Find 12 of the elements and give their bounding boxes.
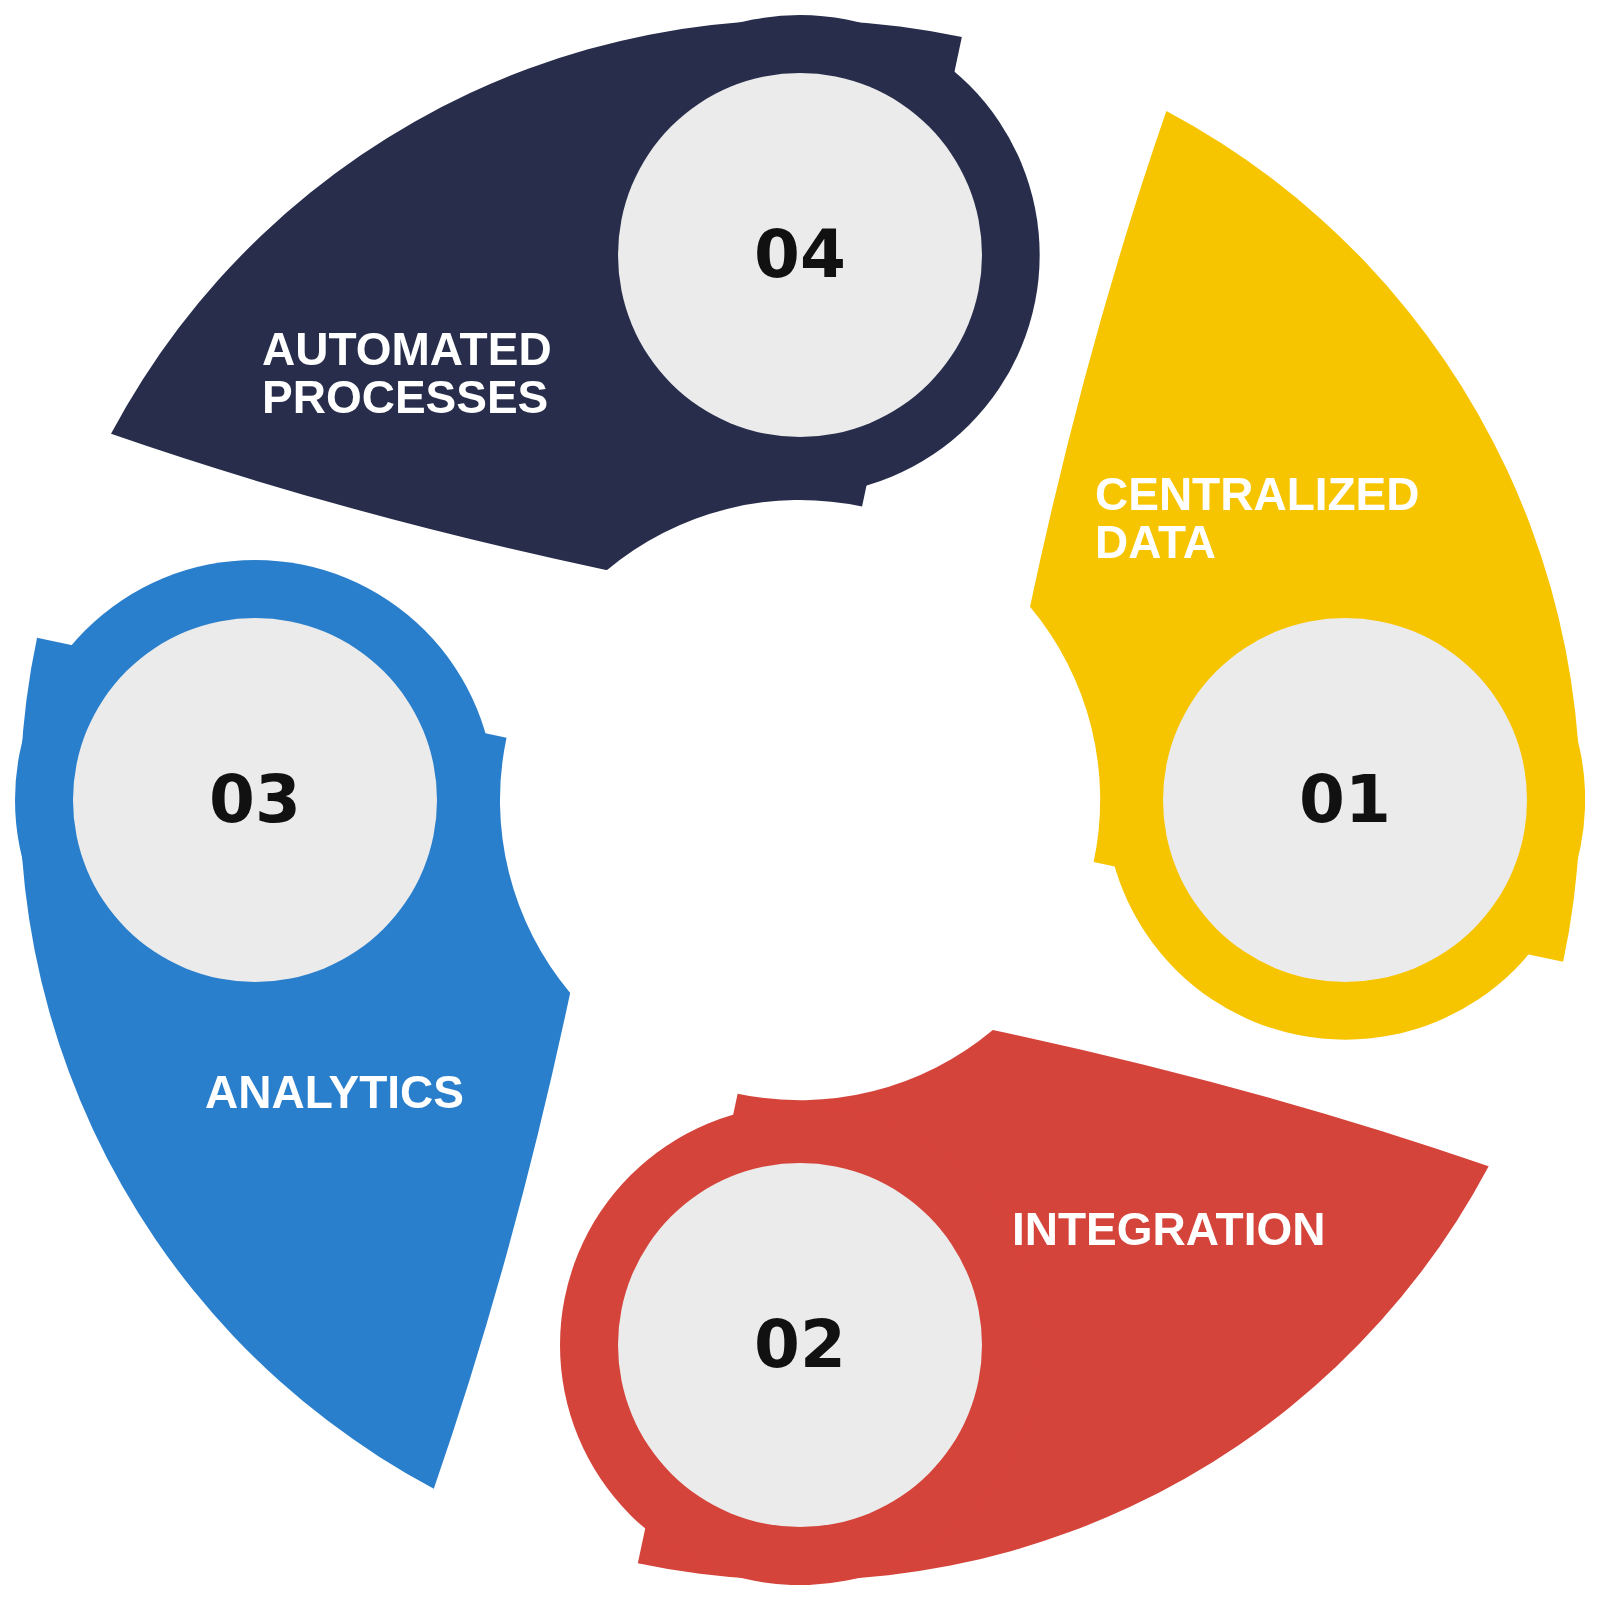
step-number: 01	[1299, 767, 1391, 833]
segment-label: INTEGRATION	[1012, 1205, 1327, 1253]
ring-segment	[1029, 111, 1585, 1040]
step-number: 02	[754, 1312, 846, 1378]
segment-label: ANALYTICS	[205, 1068, 465, 1116]
step-number: 03	[209, 767, 301, 833]
ring-segment	[15, 560, 571, 1489]
step-number: 04	[754, 222, 846, 288]
segment-label: AUTOMATED PROCESSES	[262, 325, 553, 421]
segment-label: CENTRALIZED DATA	[1095, 470, 1421, 566]
ring-segment	[560, 1029, 1489, 1585]
ring-segment	[111, 15, 1040, 571]
